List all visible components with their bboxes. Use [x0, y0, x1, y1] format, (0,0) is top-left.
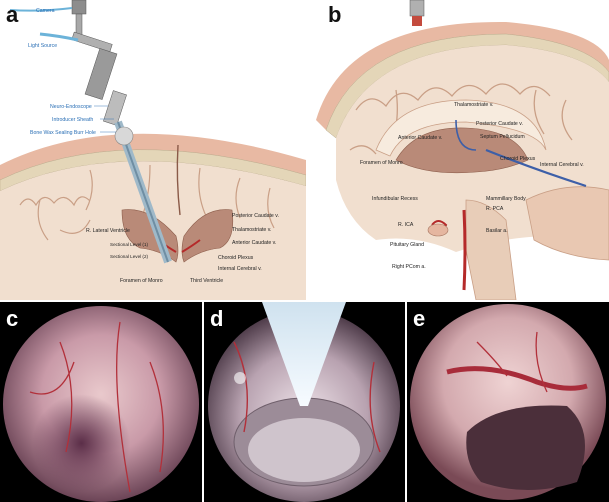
label-camera: Camera: [36, 8, 55, 14]
label-neuro-endoscope: Neuro-Endoscope: [50, 104, 92, 110]
endoscope-tip-b: [412, 16, 422, 26]
label-introducer-sheath: Introducer Sheath: [52, 117, 93, 123]
label-posterior-caudate: Posterior Caudate v.: [232, 213, 279, 219]
label-level-1: Sectional Level (1): [110, 242, 149, 247]
panel-a: Camera Light Source Neuro-Endoscope Intr…: [0, 0, 306, 300]
brainstem: [465, 199, 517, 300]
label-level-2: Sectional Level (2): [110, 254, 149, 259]
panel-a-illustration: Camera Light Source Neuro-Endoscope Intr…: [0, 0, 306, 300]
endoscopic-view-d: [208, 302, 400, 502]
gyri-folds: [349, 83, 573, 155]
label-b-pituitary-gland: Pituitary Gland: [390, 242, 424, 248]
endoscopic-view-c: [3, 306, 199, 502]
scalp-layer-sagittal: [316, 21, 609, 130]
scalp-layer: [0, 133, 306, 180]
interhemispheric-fissure: [176, 144, 181, 216]
panel-b-illustration: Thalamostriate v. Posterior Caudate v. A…: [316, 0, 609, 300]
label-foramen-of-monro: Foramen of Monro: [120, 278, 163, 284]
panel-letter-d: d: [210, 306, 224, 331]
cerebellum: [525, 186, 609, 261]
label-b-mammillary-body: Mammillary Body: [486, 196, 526, 202]
basilar-artery: [462, 209, 467, 291]
label-b-anterior-caudate: Anterior Caudate v.: [398, 135, 442, 141]
panel-c: c: [0, 302, 202, 502]
label-third-ventricle: Third Ventricle: [190, 278, 223, 284]
endoscopic-view-e: [410, 304, 606, 500]
thalamostriate-vein: [455, 119, 477, 151]
label-internal-cerebral: Internal Cerebral v.: [218, 266, 262, 272]
lateral-ventricles: [121, 209, 234, 263]
internal-cerebral-vein: [485, 148, 587, 188]
label-b-choroid-plexus: Choroid Plexus: [500, 156, 536, 162]
label-r-lateral-ventricle: R. Lateral Ventricle: [86, 228, 130, 234]
cortical-folds: [19, 164, 275, 241]
label-choroid-plexus: Choroid Plexus: [218, 255, 254, 261]
label-b-posterior-caudate: Posterior Caudate v.: [476, 121, 523, 127]
endoscope-device: [9, 0, 172, 264]
panel-letter-e: e: [413, 306, 426, 331]
endoscope-top-b: [409, 0, 425, 17]
panel-letter-c: c: [6, 306, 19, 331]
panel-b: Thalamostriate v. Posterior Caudate v. A…: [306, 0, 609, 300]
label-b-internal-cerebral: Internal Cerebral v.: [540, 162, 584, 168]
label-b-foramen-of-monro: Foramen of Monro: [360, 160, 403, 166]
label-b-thalamostriate: Thalamostriate v.: [454, 102, 493, 108]
label-bone-wax: Bone Wax Sealing Burr Hole: [30, 130, 96, 136]
panel-e: e: [407, 302, 609, 502]
label-b-r-ica: R. ICA: [398, 222, 414, 228]
label-b-infundibular-recess: Infundibular Recess: [372, 196, 418, 202]
panel-letter-a: a: [6, 2, 19, 27]
ventricle-sagittal: [395, 127, 529, 174]
label-anterior-caudate: Anterior Caudate v.: [232, 240, 276, 246]
panel-letter-b: b: [328, 2, 342, 27]
panel-d: d: [204, 302, 405, 502]
label-b-r-pca: R. PCA: [486, 206, 504, 212]
label-thalamostriate: Thalamostriate v.: [232, 227, 271, 233]
label-b-basilar: Basilar a.: [486, 228, 508, 234]
corpus-callosum: [375, 99, 547, 157]
label-light-source: Light Source: [28, 43, 57, 49]
pituitary-shape: [427, 223, 449, 237]
label-b-septum-pellucidum: Septum Pellucidum: [480, 134, 525, 140]
label-b-right-pcom: Right PCom a.: [392, 264, 426, 270]
